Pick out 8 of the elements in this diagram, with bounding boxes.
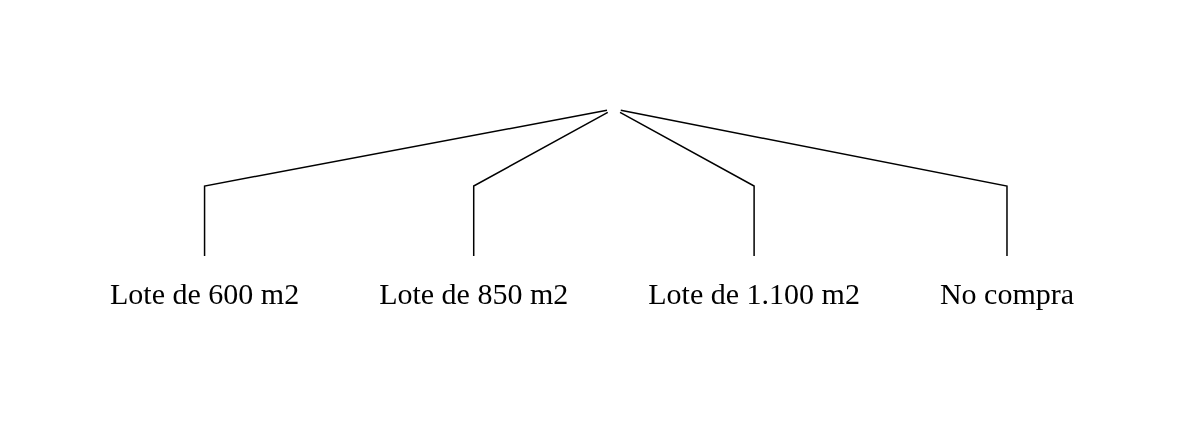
- branch-line: [472, 111, 609, 257]
- branch-line: [620, 109, 1008, 257]
- option-label: Lote de 850 m2: [379, 277, 569, 310]
- option-label: Lote de 1.100 m2: [648, 277, 860, 310]
- option-label: No compra: [939, 277, 1074, 310]
- branch-line: [619, 111, 755, 257]
- option-label: Lote de 600 m2: [109, 277, 300, 310]
- branch-line: [203, 109, 608, 257]
